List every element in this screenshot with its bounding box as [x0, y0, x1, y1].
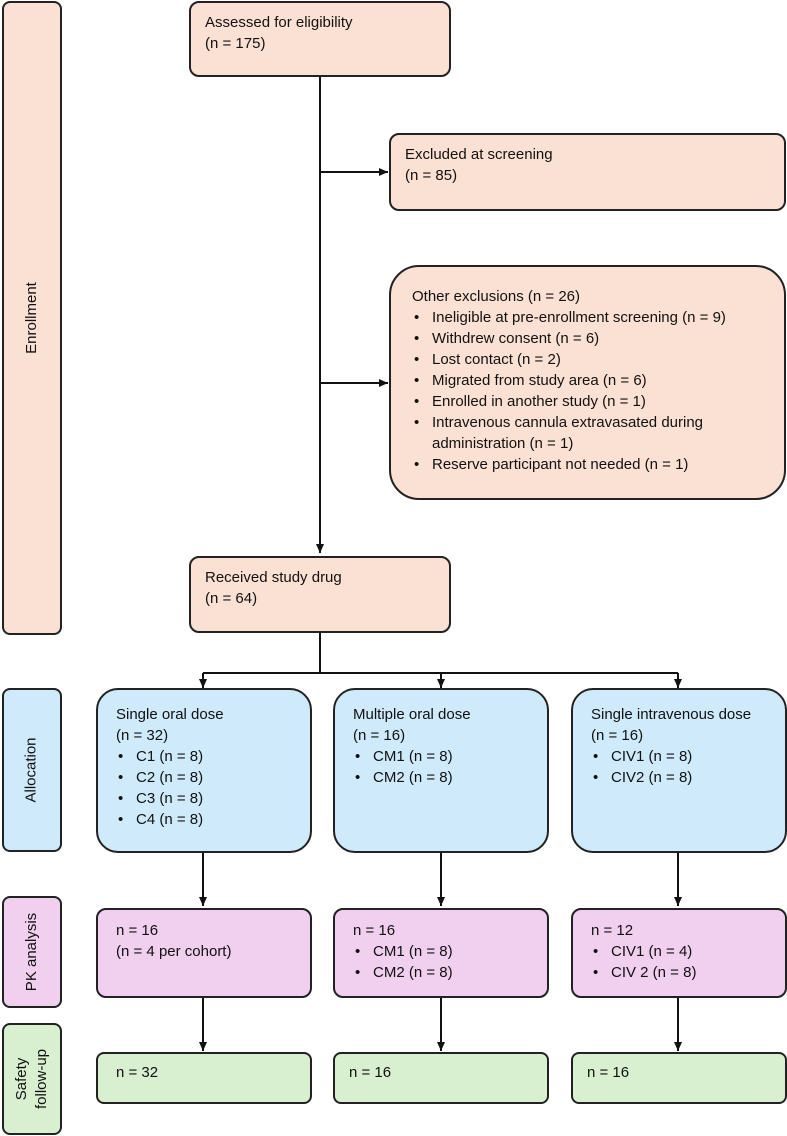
list-item: Withdrew consent (n = 6) — [412, 328, 764, 349]
received-box: Received study drug (n = 64) — [189, 556, 451, 633]
pk-side-label: PK analysis — [2, 896, 62, 1008]
list-item: CM2 (n = 8) — [353, 962, 529, 983]
safety-count: n = 16 — [587, 1064, 630, 1081]
safety-single-iv-box: n = 16 — [571, 1052, 787, 1104]
safety-count: n = 16 — [349, 1064, 392, 1081]
safety-single-oral-box: n = 32 — [96, 1052, 312, 1104]
allocation-title: Multiple oral dose — [353, 706, 471, 723]
assessed-count: (n = 175) — [205, 35, 266, 52]
pk-subtitle: (n = 4 per cohort) — [116, 943, 232, 960]
allocation-label: Allocation — [23, 737, 41, 803]
list-item: CM1 (n = 8) — [353, 746, 529, 767]
excluded-count: (n = 85) — [405, 167, 458, 184]
allocation-count: (n = 16) — [353, 727, 406, 744]
list-item: Enrolled in another study (n = 1) — [412, 391, 764, 412]
allocation-single-iv-box: Single intravenous dose (n = 16) CIV1 (n… — [571, 688, 787, 853]
list-item: C1 (n = 8) — [116, 746, 292, 767]
enrollment-side-label: Enrollment — [2, 1, 62, 635]
list-item: Lost contact (n = 2) — [412, 349, 764, 370]
allocation-cohort-list: CIV1 (n = 8) CIV2 (n = 8) — [591, 746, 767, 788]
list-item: CIV2 (n = 8) — [591, 767, 767, 788]
safety-count: n = 32 — [116, 1064, 159, 1081]
excluded-box: Excluded at screening (n = 85) — [389, 133, 786, 211]
list-item: C3 (n = 8) — [116, 788, 292, 809]
other-exclusions-title: Other exclusions (n = 26) — [412, 288, 580, 305]
list-item: CM2 (n = 8) — [353, 767, 529, 788]
list-item: C4 (n = 8) — [116, 809, 292, 830]
list-item: Intravenous cannula extravasated during … — [412, 412, 732, 454]
allocation-title: Single oral dose — [116, 706, 224, 723]
pk-count: n = 16 — [116, 922, 159, 939]
allocation-count: (n = 16) — [591, 727, 644, 744]
pk-cohort-list: CM1 (n = 8) CM2 (n = 8) — [353, 941, 529, 983]
allocation-cohort-list: CM1 (n = 8) CM2 (n = 8) — [353, 746, 529, 788]
list-item: Reserve participant not needed (n = 1) — [412, 454, 764, 475]
list-item: CIV 2 (n = 8) — [591, 962, 767, 983]
allocation-multiple-oral-box: Multiple oral dose (n = 16) CM1 (n = 8) … — [333, 688, 549, 853]
pk-multiple-oral-box: n = 16 CM1 (n = 8) CM2 (n = 8) — [333, 908, 549, 998]
safety-side-label: Safety follow-up — [2, 1023, 62, 1135]
safety-multiple-oral-box: n = 16 — [333, 1052, 549, 1104]
other-exclusions-box: Other exclusions (n = 26) Ineligible at … — [389, 265, 786, 500]
list-item: CM1 (n = 8) — [353, 941, 529, 962]
pk-count: n = 12 — [591, 922, 634, 939]
allocation-cohort-list: C1 (n = 8) C2 (n = 8) C3 (n = 8) C4 (n =… — [116, 746, 292, 830]
assessed-box: Assessed for eligibility (n = 175) — [189, 1, 451, 77]
allocation-single-oral-box: Single oral dose (n = 32) C1 (n = 8) C2 … — [96, 688, 312, 853]
pk-single-oral-box: n = 16 (n = 4 per cohort) — [96, 908, 312, 998]
allocation-title: Single intravenous dose — [591, 706, 752, 723]
safety-label: Safety follow-up — [12, 1049, 52, 1109]
list-item: CIV1 (n = 8) — [591, 746, 767, 767]
received-title: Received study drug — [205, 569, 342, 586]
allocation-count: (n = 32) — [116, 727, 169, 744]
assessed-title: Assessed for eligibility — [205, 14, 353, 31]
list-item: Migrated from study area (n = 6) — [412, 370, 764, 391]
list-item: Ineligible at pre-enrollment screening (… — [412, 307, 764, 328]
received-count: (n = 64) — [205, 590, 258, 607]
pk-single-iv-box: n = 12 CIV1 (n = 4) CIV 2 (n = 8) — [571, 908, 787, 998]
list-item: CIV1 (n = 4) — [591, 941, 767, 962]
other-exclusions-list: Ineligible at pre-enrollment screening (… — [412, 307, 764, 475]
pk-label: PK analysis — [23, 912, 40, 992]
excluded-title: Excluded at screening — [405, 146, 553, 163]
allocation-side-label: Allocation — [2, 688, 62, 852]
safety-label-line1: Safety — [13, 1057, 30, 1101]
pk-count: n = 16 — [353, 922, 396, 939]
pk-cohort-list: CIV1 (n = 4) CIV 2 (n = 8) — [591, 941, 767, 983]
list-item: C2 (n = 8) — [116, 767, 292, 788]
safety-label-line2: follow-up — [33, 1048, 50, 1110]
enrollment-label: Enrollment — [23, 282, 41, 354]
